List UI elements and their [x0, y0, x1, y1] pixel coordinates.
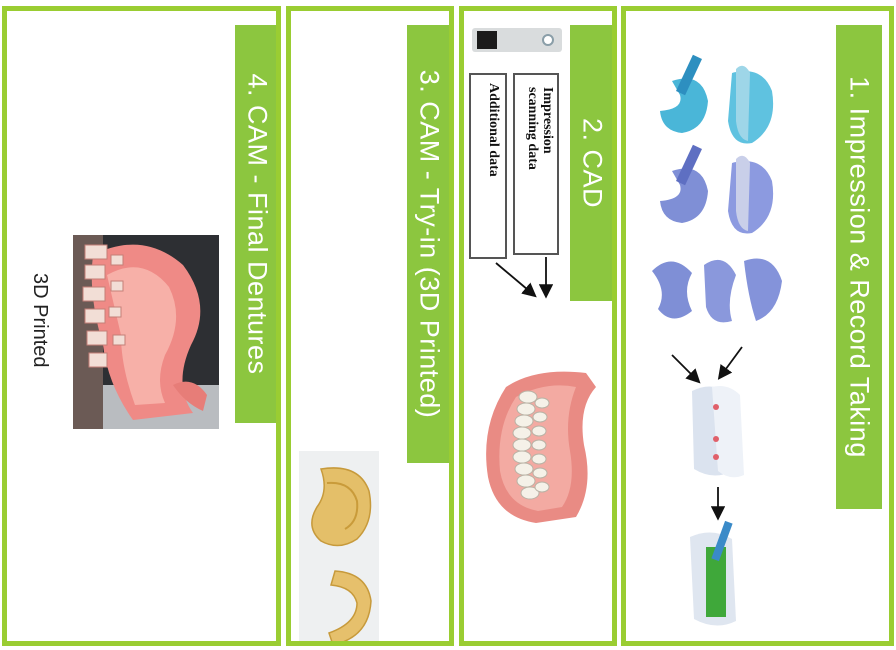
arrow-icon: [720, 347, 742, 377]
try-in-trays-photo: [299, 451, 379, 646]
impression-line-1: Impression: [540, 87, 555, 170]
arrow-icon: [672, 355, 698, 381]
panel-cad: 2. CAD Additional data Impressionscannin…: [459, 6, 617, 646]
panel-impression: 1. Impression & Record Taking: [621, 6, 894, 646]
impression-title: 1. Impression & Record Taking: [844, 76, 875, 458]
impression-scanning-data-box: Impressionscanning data: [513, 73, 559, 255]
arrow-icon: [496, 263, 534, 295]
final-dentures-title: 4. CAM - Final Dentures: [242, 73, 273, 374]
printed-denture-photo: [73, 235, 219, 429]
cad-title: 2. CAD: [577, 118, 608, 208]
additional-data-label: Additional data: [486, 83, 501, 177]
cad-banner: 2. CAD: [570, 25, 614, 301]
impression-line-2: scanning data: [525, 87, 540, 170]
cad-arrows: [464, 251, 574, 311]
slider-icon: [472, 28, 562, 52]
try-in-banner: 3. CAM - Try-in (3D Printed): [407, 25, 451, 463]
printed-caption: 3D Printed: [28, 273, 51, 368]
impression-banner: 1. Impression & Record Taking: [836, 25, 882, 509]
try-in-title: 3. CAM - Try-in (3D Printed): [414, 70, 445, 419]
impression-scanning-data-label: Impressionscanning data: [525, 87, 555, 170]
panel-final-dentures: 4. CAM - Final Dentures 3D Printed: [2, 6, 281, 646]
additional-data-box: Additional data: [469, 73, 507, 259]
cad-denture-model: [476, 367, 606, 527]
panel-try-in: 3. CAM - Try-in (3D Printed): [286, 6, 454, 646]
final-dentures-banner: 4. CAM - Final Dentures: [235, 25, 279, 423]
impression-scans: [632, 51, 832, 641]
